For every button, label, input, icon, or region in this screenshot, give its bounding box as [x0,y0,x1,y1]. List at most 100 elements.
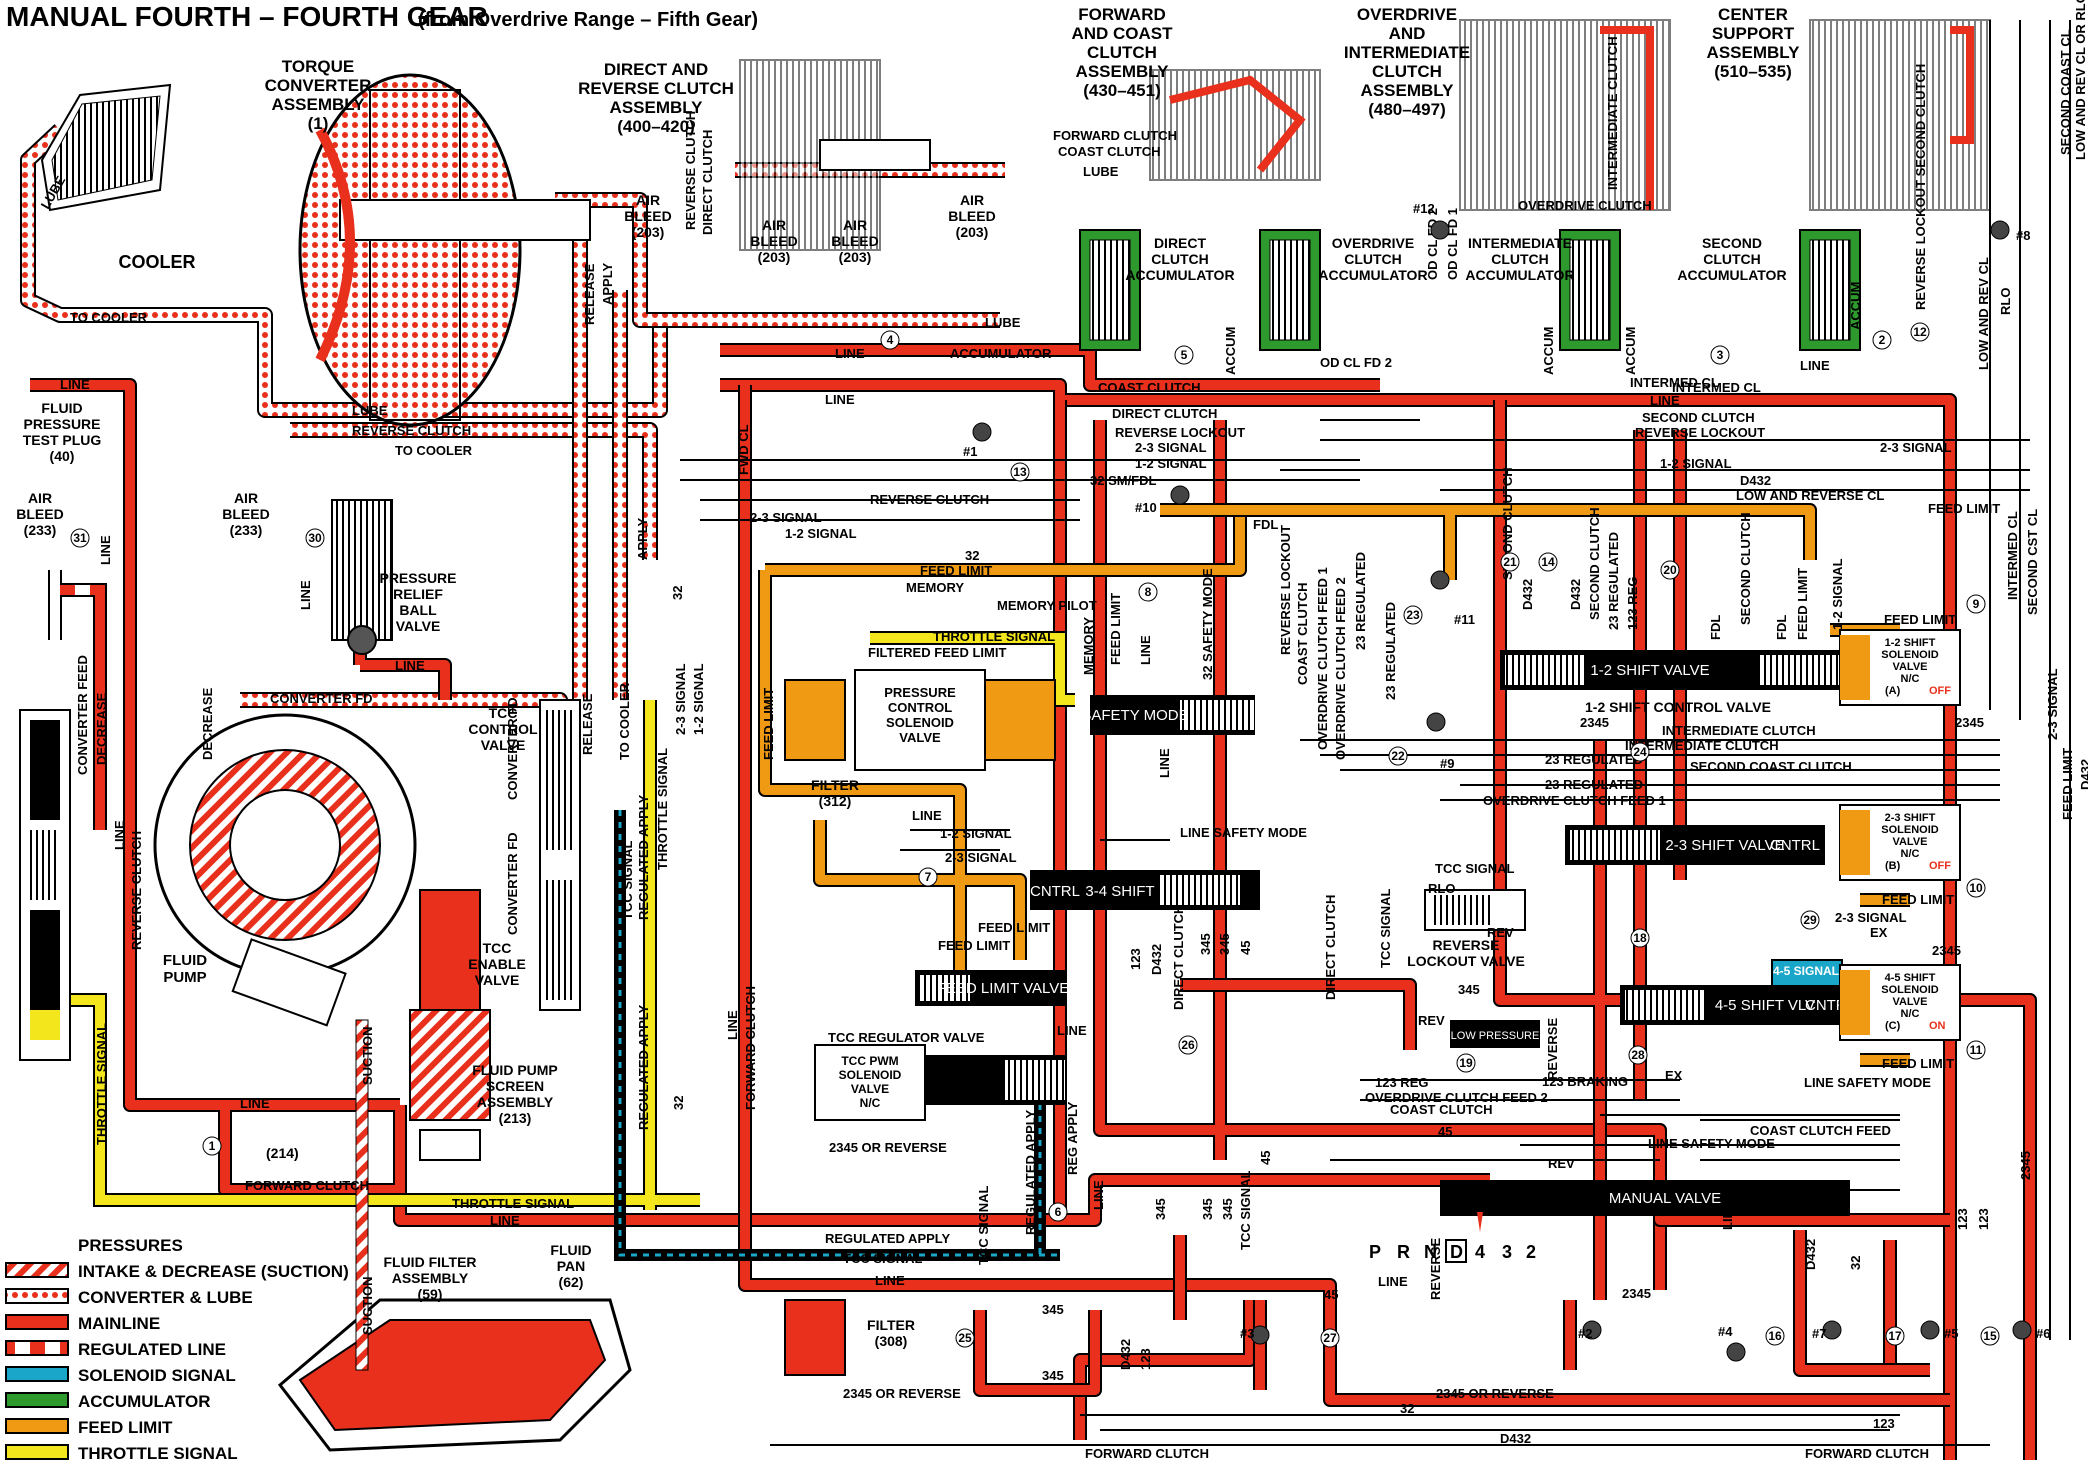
legend-item-suction: INTAKE & DECREASE (SUCTION) [5,1262,349,1281]
svg-text:25: 25 [958,1331,972,1345]
center-support-assembly [1809,19,1991,211]
gear-3: 3 [1502,1242,1512,1262]
svg-text:MEMORY: MEMORY [906,580,964,595]
orifice-5: 5 [1174,345,1194,365]
svg-text:12: 12 [1913,325,1927,339]
svg-text:INTERMEDIATE CLUTCH: INTERMEDIATE CLUTCH [1662,723,1816,738]
svg-text:23 REGULATED: 23 REGULATED [1545,752,1643,767]
passage-labels: LUBE TO COOLER LINE LUBE REVERSE CLUTCH … [38,128,2001,1461]
svg-text:32: 32 [965,548,979,563]
svg-text:REV: REV [1548,1156,1575,1171]
svg-text:123 REG: 123 REG [1375,1075,1428,1090]
orifice-22: 22 [1388,746,1408,766]
svg-text:LINE: LINE [490,1213,520,1228]
solenoid-12-letter: (A) [1885,685,1901,697]
svg-text:1-2 SIGNAL: 1-2 SIGNAL [1135,456,1207,471]
orifice-29: 29 [1800,910,1820,930]
shift-23-label: 2-3 SHIFT VALVE [1665,837,1784,854]
orifice-25: 25 [955,1328,975,1348]
orifice-28: 28 [1628,1045,1648,1065]
diagram-subtitle: (from Overdrive Range – Fifth Gear) [418,9,758,31]
svg-text:TCC SIGNAL: TCC SIGNAL [843,1251,923,1266]
svg-text:#5: #5 [1944,1326,1958,1341]
svg-text:SECOND COAST CLUTCH: SECOND COAST CLUTCH [1690,759,1852,774]
svg-text:MEMORY PILOT: MEMORY PILOT [997,598,1097,613]
svg-text:DIRECT CLUTCH: DIRECT CLUTCH [700,130,715,235]
svg-text:9: 9 [1973,597,1980,611]
svg-text:4: 4 [887,333,894,347]
svg-text:FEED LIMIT: FEED LIMIT [938,938,1010,953]
svg-text:RELEASE: RELEASE [580,693,595,755]
svg-text:FEED LIMIT: FEED LIMIT [1882,892,1954,907]
svg-text:REGULATED APPLY: REGULATED APPLY [636,794,651,920]
feed-limit-valve-label: FEED LIMIT VALVE [937,980,1070,997]
svg-text:23 REGULATED: 23 REGULATED [1383,602,1398,700]
svg-text:11: 11 [1970,1043,1983,1057]
svg-text:APPLY: APPLY [600,263,615,305]
orifices: 1 2 3 4 5 6 7 8 9 10 11 12 13 14 15 16 1… [70,322,2000,1348]
svg-text:LINE: LINE [1157,748,1172,778]
svg-text:345: 345 [1042,1368,1064,1383]
svg-text:ACCUM: ACCUM [1541,327,1556,375]
svg-text:8: 8 [1145,585,1152,599]
svg-text:OVERDRIVE CLUTCH FEED 2: OVERDRIVE CLUTCH FEED 2 [1333,577,1348,760]
svg-text:INTERMED CL: INTERMED CL [1672,380,1761,395]
svg-text:ACCUMULATOR: ACCUMULATOR [78,1392,211,1411]
svg-text:FORWARD CLUTCH: FORWARD CLUTCH [1085,1446,1209,1461]
svg-text:CONVERTER & LUBE: CONVERTER & LUBE [78,1288,253,1307]
svg-text:DIRECT CLUTCH: DIRECT CLUTCH [1112,406,1217,421]
svg-text:LUBE: LUBE [1083,164,1119,179]
orifice-16: 16 [1765,1326,1785,1346]
svg-text:FEED LIMIT: FEED LIMIT [1795,568,1810,640]
gear-4: 4 [1475,1242,1485,1262]
fluid-pan [277,1298,632,1452]
press-reg-boost-valve [19,709,71,1061]
orifice-11: 11 [1966,1040,1986,1060]
svg-text:345: 345 [1220,1198,1235,1220]
svg-text:THROTTLE SIGNAL: THROTTLE SIGNAL [78,1444,238,1462]
svg-text:1-2 SIGNAL: 1-2 SIGNAL [940,826,1012,841]
selected-gear-box [1445,1239,1467,1263]
orifice-21: 21 [1500,552,1520,572]
svg-text:LINE: LINE [835,346,865,361]
svg-text:EX: EX [1665,1068,1683,1083]
svg-text:2-3 SIGNAL: 2-3 SIGNAL [1880,440,1952,455]
filter-312 [784,679,846,761]
svg-text:23 REGULATED: 23 REGULATED [1353,552,1368,650]
orifice-1: 1 [202,1136,222,1156]
svg-text:32: 32 [1400,1401,1414,1416]
svg-text:LINE: LINE [875,1273,905,1288]
shift-12-label: 1-2 SHIFT VALVE [1590,662,1709,679]
svg-text:#11: #11 [1454,612,1475,627]
svg-text:SECOND COAST CL: SECOND COAST CL [2058,29,2073,155]
svg-text:FORWARD CLUTCH: FORWARD CLUTCH [245,1178,369,1193]
svg-text:22: 22 [1391,749,1405,763]
safety-mode-label: SAFETY MODE [1081,707,1188,724]
svg-text:17: 17 [1888,1329,1902,1343]
solenoid-23-letter: (B) [1885,860,1901,872]
safety-mode-valve: SAFETY MODE [1081,695,1255,735]
svg-text:2345 OR REVERSE: 2345 OR REVERSE [1436,1386,1554,1401]
orifice-15: 15 [1980,1326,2000,1346]
svg-text:FEED LIMIT: FEED LIMIT [1108,593,1123,665]
svg-text:45: 45 [1238,941,1253,955]
svg-text:FEED LIMIT: FEED LIMIT [920,563,992,578]
orifice-12: 12 [1910,322,1930,342]
svg-text:2-3 SIGNAL: 2-3 SIGNAL [1835,910,1907,925]
orifice-2: 2 [1872,330,1892,350]
svg-text:LINE: LINE [1057,1023,1087,1038]
svg-text:30: 30 [308,531,322,545]
svg-text:CONVERTER FEED: CONVERTER FEED [75,655,90,775]
svg-text:TCC SIGNAL: TCC SIGNAL [976,1186,991,1266]
orifice-3: 3 [1710,345,1730,365]
gear-2: 2 [1526,1242,1536,1262]
